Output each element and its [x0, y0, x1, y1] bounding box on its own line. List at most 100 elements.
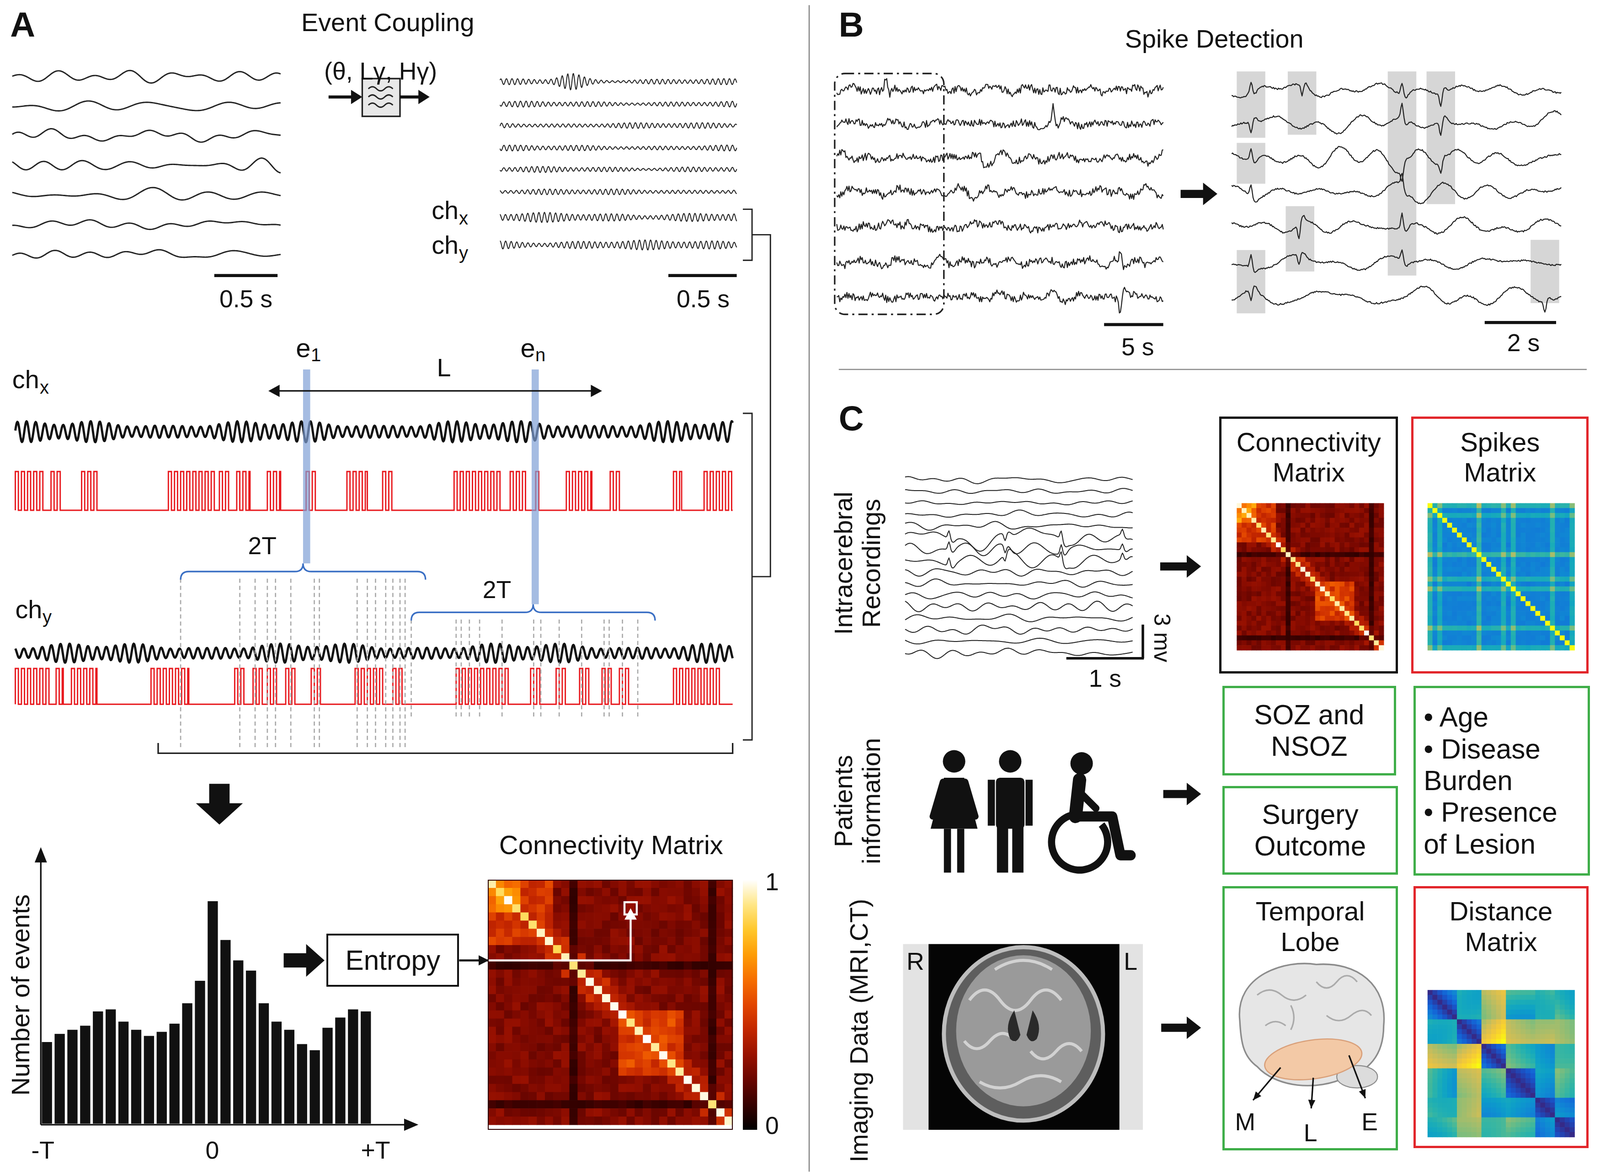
matrix-cell — [585, 944, 595, 954]
block-arrow — [1160, 554, 1201, 578]
window-brace — [180, 563, 426, 580]
matrix-cell — [1261, 502, 1267, 508]
matrix-cell — [1329, 620, 1335, 626]
matrix-cell — [667, 961, 677, 971]
matrix-cell — [528, 1026, 538, 1036]
matrix-cell — [708, 1042, 717, 1052]
histogram-bar — [347, 1009, 358, 1124]
matrix-cell — [585, 977, 595, 987]
event-marker — [540, 619, 542, 720]
bracket — [158, 742, 733, 825]
matrix-cell — [1305, 610, 1311, 616]
matrix-cell — [569, 1026, 579, 1036]
matrix-cell — [675, 936, 685, 946]
matrix-cell — [487, 1116, 497, 1126]
matrix-cell — [1285, 635, 1291, 641]
matrix-cell — [1295, 532, 1301, 538]
matrix-cell — [1251, 556, 1257, 562]
matrix-cell — [1339, 596, 1345, 602]
matrix-cell — [561, 920, 571, 929]
matrix-cell — [1344, 532, 1350, 538]
matrix-cell — [1275, 591, 1281, 597]
matrix-cell — [520, 936, 529, 946]
matrix-cell — [1300, 556, 1306, 562]
matrix-cell — [1290, 576, 1296, 582]
matrix-cell — [1241, 615, 1247, 621]
matrix-cell — [1246, 625, 1252, 631]
matrix-cell — [593, 1026, 603, 1036]
matrix-cell — [602, 1099, 611, 1109]
matrix-cell — [634, 1075, 644, 1085]
matrix-cell — [1305, 645, 1311, 651]
matrix-cell — [1275, 512, 1281, 518]
matrix-cell — [1275, 517, 1281, 523]
matrix-cell — [1349, 542, 1355, 548]
matrix-cell — [512, 977, 522, 987]
matrix-cell — [1315, 547, 1321, 553]
matrix-cell — [1378, 522, 1384, 528]
matrix-cell — [536, 1002, 546, 1011]
event-marker — [558, 619, 560, 720]
matrix-cell — [585, 896, 595, 905]
matrix-cell — [716, 904, 726, 913]
matrix-cell — [1334, 556, 1340, 562]
matrix-cell — [504, 1050, 513, 1060]
matrix-cell — [1275, 576, 1281, 582]
matrix-cell — [716, 887, 726, 897]
matrix-cell — [626, 1075, 636, 1085]
matrix-cell — [528, 985, 538, 995]
matrix-cell — [512, 1034, 522, 1044]
matrix-cell — [1334, 532, 1340, 538]
matrix-cell — [1329, 581, 1335, 587]
matrix-cell — [1241, 596, 1247, 602]
matrix-cell — [708, 944, 717, 954]
matrix-cell — [618, 993, 628, 1003]
matrix-cell — [1324, 576, 1330, 582]
matrix-cell — [1261, 532, 1267, 538]
matrix-cell — [1285, 566, 1291, 572]
matrix-cell — [1324, 591, 1330, 597]
matrix-cell — [1300, 517, 1306, 523]
matrix-cell — [561, 944, 571, 954]
matrix-cell — [1261, 507, 1267, 513]
matrix-cell — [1251, 507, 1257, 513]
matrix-cell — [1319, 586, 1325, 592]
matrix-cell — [1270, 502, 1276, 508]
matrix-cell — [1329, 537, 1335, 543]
matrix-cell — [1236, 537, 1242, 543]
matrix-cell — [1280, 556, 1286, 562]
matrix-cell — [708, 920, 717, 929]
matrix-cell — [626, 1042, 636, 1052]
matrix-cell — [1378, 561, 1384, 567]
matrix-cell — [1369, 512, 1375, 518]
matrix-cell — [1251, 601, 1257, 607]
matrix-cell — [496, 896, 505, 905]
matrix-cell — [667, 1059, 677, 1068]
matrix-cell — [561, 1091, 571, 1101]
matrix-cell — [1339, 586, 1345, 592]
matrix-cell — [1236, 522, 1242, 528]
matrix-cell — [1354, 625, 1360, 631]
matrix-cell — [1246, 576, 1252, 582]
matrix-cell — [1339, 552, 1345, 558]
matrix-cell — [593, 993, 603, 1003]
matrix-cell — [1339, 502, 1345, 508]
matrix-cell — [1305, 630, 1311, 636]
matrix-cell — [1290, 645, 1296, 651]
signal-trace — [12, 70, 281, 83]
matrix-cell — [1290, 552, 1296, 558]
matrix-cell — [1373, 522, 1379, 528]
matrix-cell — [675, 1026, 685, 1036]
matrix-cell — [1285, 591, 1291, 597]
matrix-cell — [650, 1010, 660, 1019]
matrix-cell — [1354, 552, 1360, 558]
matrix-cell — [1334, 571, 1340, 577]
matrix-cell — [536, 912, 546, 922]
matrix-cell — [716, 1108, 726, 1117]
matrix-cell — [1315, 610, 1321, 616]
signal-trace — [500, 240, 737, 251]
signal-trace — [905, 549, 1133, 569]
matrix-cell — [1261, 542, 1267, 548]
matrix-cell — [691, 1050, 701, 1060]
matrix-cell — [520, 1042, 529, 1052]
